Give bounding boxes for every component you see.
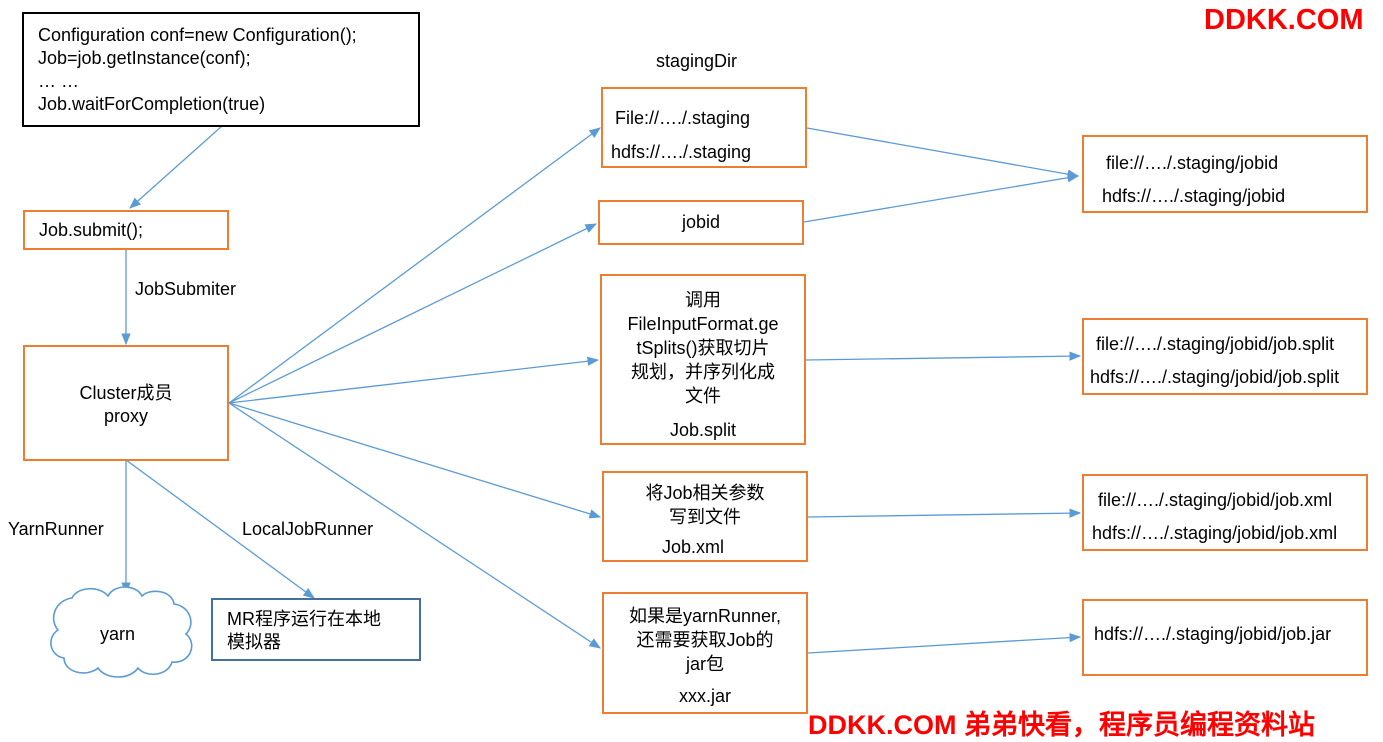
result-jar-box: hdfs://…./.staging/jobid/job.jar (1082, 599, 1368, 676)
arrow-cluster-to-split (228, 356, 600, 404)
staging-line: hdfs://…./.staging (611, 142, 752, 162)
split-box: 调用 FileInputFormat.ge tSplits()获取切片 规划，并… (600, 274, 806, 445)
yarn-cloud-shape (50, 586, 193, 678)
local-line: 模拟器 (227, 632, 281, 652)
code-line: … … (38, 71, 80, 91)
result-xml-line: file://…./.staging/jobid/job.xml (1098, 490, 1333, 510)
result-split-line: hdfs://…./.staging/jobid/job.split (1090, 367, 1340, 387)
split-line: tSplits()获取切片 (636, 338, 770, 358)
watermark-top: DDKK.COM (1204, 4, 1364, 36)
result-jobid-line: file://…./.staging/jobid (1106, 153, 1279, 173)
submit-box: Job.submit(); (23, 210, 229, 250)
arrow-split-to-result (805, 351, 1082, 361)
result-xml-box: file://…./.staging/jobid/job.xml hdfs://… (1082, 474, 1368, 551)
jar-line: jar包 (685, 654, 724, 674)
arrow-cluster-to-jar (228, 402, 601, 649)
cluster-line: proxy (103, 406, 148, 426)
jobid-box: jobid (598, 200, 804, 245)
arrow-cluster-to-local (125, 459, 315, 599)
submit-label: Job.submit(); (39, 220, 144, 240)
split-line: 调用 (685, 290, 721, 310)
split-line: FileInputFormat.ge (627, 314, 779, 334)
result-jar-line: hdfs://…./.staging/jobid/job.jar (1094, 624, 1332, 644)
cluster-line: Cluster成员 (79, 383, 173, 403)
label-yarn-runner: YarnRunner (8, 519, 104, 539)
local-line: MR程序运行在本地 (227, 609, 381, 629)
jar-box: 如果是yarnRunner, 还需要获取Job的 jar包 xxx.jar (602, 592, 808, 714)
jobid-label: jobid (681, 212, 721, 232)
staging-box: File://…./.staging hdfs://…./.staging (601, 87, 807, 168)
result-split-line: file://…./.staging/jobid/job.split (1096, 334, 1335, 354)
code-line: Job.waitForCompletion(true) (38, 94, 266, 114)
arrow-xml-to-result (807, 508, 1082, 518)
arrow-code-to-submit (129, 125, 223, 209)
split-file: Job.split (669, 420, 737, 440)
yarn-cloud-label: yarn (100, 624, 136, 644)
local-runner-box: MR程序运行在本地 模拟器 (211, 598, 421, 661)
xml-box: 将Job相关参数 写到文件 Job.xml (602, 471, 808, 562)
arrow-jar-to-result (807, 632, 1082, 654)
code-line: Configuration conf=new Configuration(); (38, 25, 357, 45)
xml-line: 将Job相关参数 (645, 483, 765, 503)
label-staging-dir: stagingDir (656, 51, 738, 71)
arrow-staging-to-result (806, 127, 1080, 179)
split-line: 文件 (685, 386, 721, 406)
arrow-cluster-to-staging (228, 127, 601, 404)
watermark-bottom: DDKK.COM 弟弟快看，程序员编程资料站 (808, 710, 1315, 740)
cluster-box: Cluster成员 proxy (23, 345, 229, 461)
arrow-cluster-to-xml (228, 402, 602, 519)
result-xml-line: hdfs://…./.staging/jobid/job.xml (1092, 523, 1338, 543)
result-split-box: file://…./.staging/jobid/job.split hdfs:… (1082, 318, 1368, 395)
code-box: Configuration conf=new Configuration(); … (22, 12, 420, 127)
jar-line: 如果是yarnRunner, (628, 606, 782, 626)
arrow-cluster-to-jobid (228, 223, 598, 404)
code-line: Job=job.getInstance(conf); (38, 48, 251, 68)
staging-line: File://…./.staging (615, 108, 751, 128)
xml-line: 写到文件 (669, 507, 741, 527)
result-jobid-box: file://…./.staging/jobid hdfs://…./.stag… (1082, 135, 1368, 213)
xml-file: Job.xml (661, 537, 724, 557)
arrow-jobid-to-result (803, 173, 1080, 223)
result-jobid-line: hdfs://…./.staging/jobid (1102, 186, 1286, 206)
jar-file: xxx.jar (678, 686, 731, 706)
jar-line: 还需要获取Job的 (636, 630, 774, 650)
label-local-job-runner: LocalJobRunner (242, 519, 374, 539)
split-line: 规划，并序列化成 (631, 362, 775, 382)
label-job-submitter: JobSubmiter (135, 279, 237, 299)
